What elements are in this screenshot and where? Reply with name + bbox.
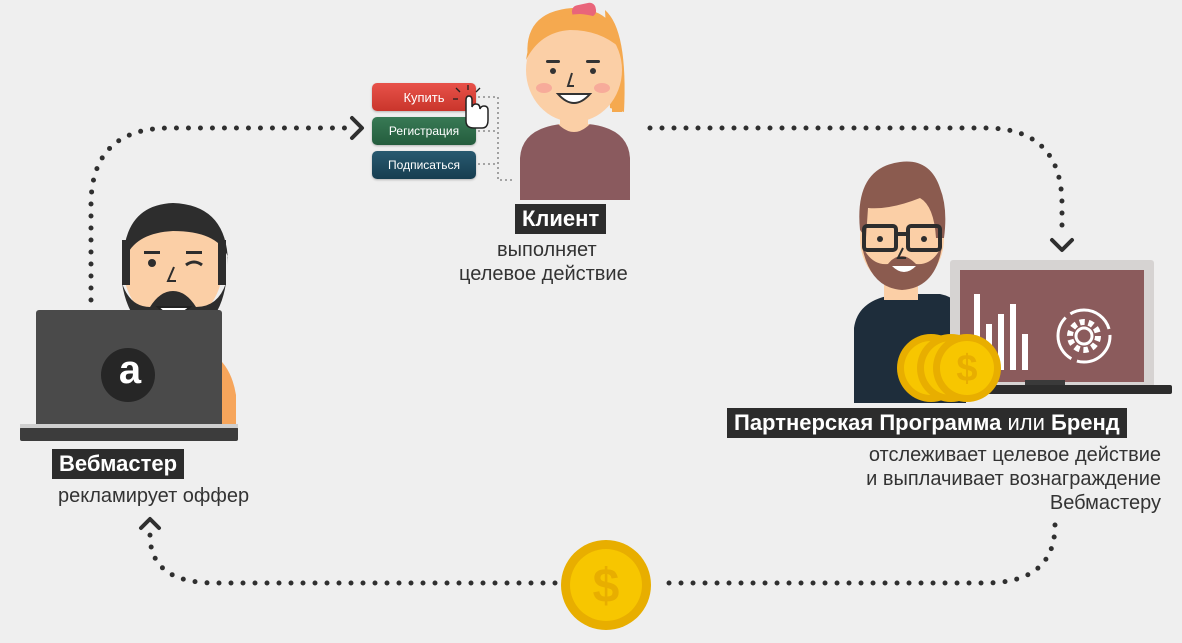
subscribe-button[interactable]: Подписаться xyxy=(372,151,476,179)
dotted-path-partner-to-webmaster xyxy=(657,522,1058,586)
hand-cursor-icon xyxy=(453,85,489,129)
dotted-path-client-to-partner xyxy=(647,125,1065,231)
client-illustration xyxy=(520,2,630,200)
webmaster-label: Вебмастер xyxy=(52,449,185,479)
buy-button[interactable]: Купить xyxy=(372,83,476,111)
dollar-coin-icon: $ xyxy=(933,334,1001,402)
webmaster-desc: рекламирует оффер xyxy=(58,485,250,507)
partner-illustration xyxy=(854,161,1172,403)
svg-text:$: $ xyxy=(956,348,977,390)
partner-desc-line1: отслеживает целевое действие xyxy=(868,444,1161,466)
laptop-logo: a xyxy=(118,348,142,392)
laptop-logo-circle xyxy=(101,348,155,402)
coin-stack: $ xyxy=(897,334,1001,402)
webmaster-illustration xyxy=(20,203,238,441)
register-button[interactable]: Регистрация xyxy=(372,117,476,145)
chevron-up-icon xyxy=(139,517,161,530)
chevron-down-icon xyxy=(1050,238,1074,252)
partner-label: Партнерская Программа или Бренд xyxy=(727,408,1127,438)
partner-desc-line3: Вебмастеру xyxy=(1049,492,1161,514)
client-label: Клиент xyxy=(515,204,607,234)
chevron-right-icon xyxy=(350,116,364,140)
dotted-path-webmaster-to-client xyxy=(88,125,348,303)
gear-icon xyxy=(1067,319,1101,353)
svg-text:$: $ xyxy=(593,560,620,613)
partner-label-part1: Партнерская Программа xyxy=(734,410,1002,435)
client-desc-line1: выполняет xyxy=(497,239,597,261)
dollar-coin-icon: $ xyxy=(561,540,651,630)
partner-desc-line2: и выплачивает вознаграждение xyxy=(866,468,1161,490)
partner-label-part2: Бренд xyxy=(1051,410,1120,435)
client-desc-line2: целевое действие xyxy=(459,263,628,285)
partner-label-joiner: или xyxy=(1001,410,1052,435)
